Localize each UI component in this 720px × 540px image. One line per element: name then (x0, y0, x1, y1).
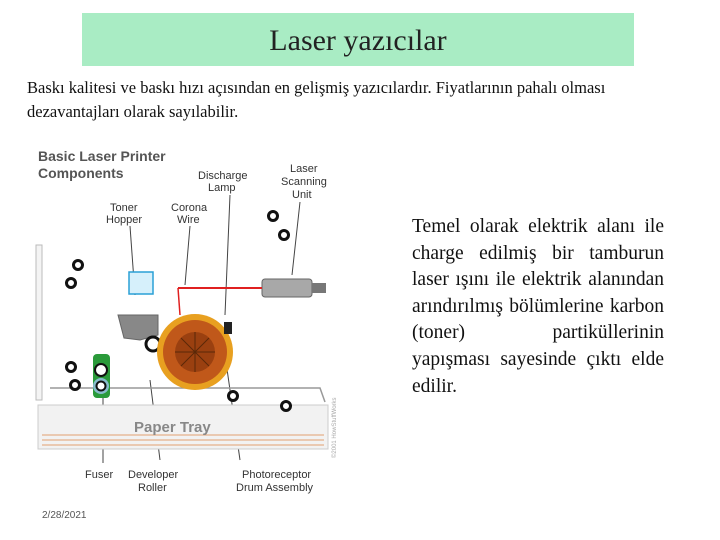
diagram-heading-2: Components (38, 165, 124, 181)
label-discharge-lamp-1: Discharge (198, 170, 248, 182)
label-corona-wire-2: Wire (177, 214, 200, 226)
label-paper-tray: Paper Tray (134, 419, 211, 436)
discharge-lamp (224, 322, 232, 334)
label-toner-hopper-2: Hopper (106, 214, 142, 226)
description-paragraph: Temel olarak elektrik alanı ile charge e… (412, 216, 664, 397)
label-drum-assembly-2: Drum Assembly (236, 482, 314, 494)
label-laser-unit-2: Scanning (281, 176, 327, 188)
copyright-text: ©2001 HowStuffWorks (331, 397, 338, 458)
laser-printer-diagram: Basic Laser Printer Components Discharge… (35, 148, 338, 494)
diagram-heading-1: Basic Laser Printer (38, 148, 166, 164)
label-toner-hopper-1: Toner (110, 202, 138, 214)
printer-frame-left (35, 244, 43, 401)
photoreceptor-drum (157, 314, 233, 390)
paper-path (50, 387, 326, 403)
slide-title: Laser yazıcılar (269, 24, 447, 57)
label-discharge-lamp-2: Lamp (208, 182, 236, 194)
label-laser-unit-1: Laser (290, 163, 318, 175)
label-developer-roller-1: Developer (128, 469, 178, 481)
laser-scanning-unit (261, 278, 326, 298)
rollers (65, 210, 292, 412)
paper-tray (37, 404, 329, 450)
label-fuser: Fuser (85, 469, 113, 481)
title-box: Laser yazıcılar (82, 13, 634, 66)
intro-paragraph: Baskı kalitesi ve baskı hızı açısından e… (27, 78, 606, 121)
label-laser-unit-3: Unit (292, 189, 312, 201)
slide-date: 2/28/2021 (42, 510, 87, 521)
label-corona-wire-1: Corona (171, 202, 208, 214)
label-developer-roller-2: Roller (138, 482, 167, 494)
corona-wire (128, 271, 154, 295)
fuser (93, 354, 110, 398)
label-drum-assembly-1: Photoreceptor (242, 469, 311, 481)
